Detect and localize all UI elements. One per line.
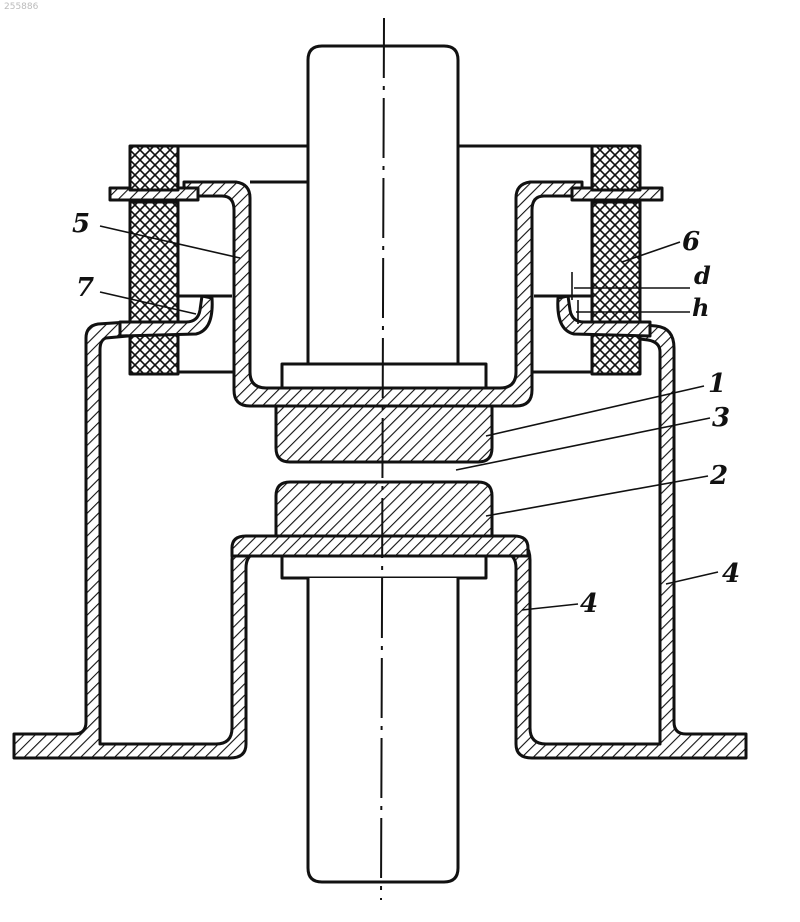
label-1: 1 [708,369,726,399]
label-6: 6 [682,227,700,257]
lower-shaft [308,578,458,882]
upper-contact [276,406,492,462]
watermark: 255886 [4,2,39,12]
label-h: h [692,293,709,322]
left-insulator-lower [130,202,178,374]
label-2: 2 [709,461,728,491]
lower-shaft-collar [282,556,486,578]
label-d: d [694,261,711,290]
label-7: 7 [76,273,94,303]
label-4-outer: 4 [722,559,740,589]
lower-contact [276,482,492,536]
left-insulator-upper [130,146,178,190]
label-5: 5 [72,209,90,239]
right-insulator-upper [592,146,640,190]
upper-shaft-collar [282,364,486,388]
lower-contact-cup [232,536,528,556]
label-4-inner: 4 [580,589,598,619]
label-3: 3 [712,403,730,433]
